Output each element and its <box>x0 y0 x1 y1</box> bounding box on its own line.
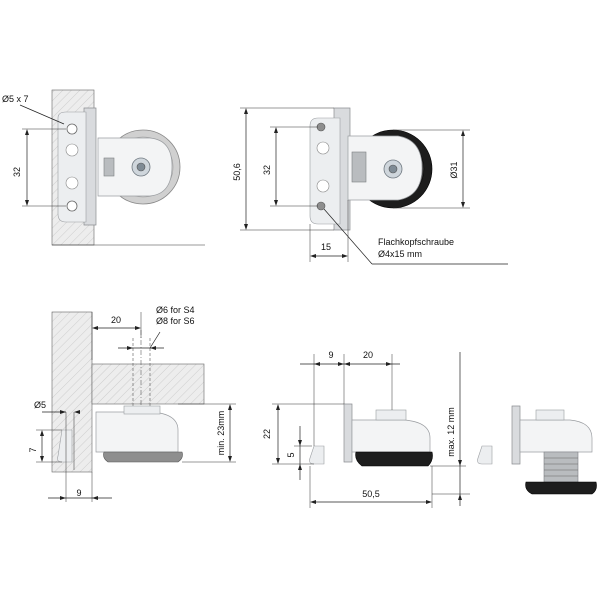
roller-pad-black-extended <box>525 481 597 495</box>
hole-label-s6: Ø8 for S6 <box>156 316 195 326</box>
dimension-20-right-label: 20 <box>363 350 373 360</box>
roller-pad-black <box>355 451 433 467</box>
view-top-right: 50,6 32 Ø31 15 Flachkopfschraube Ø4x15 m… <box>232 107 508 265</box>
roller-diameter-label: Ø31 <box>449 161 459 178</box>
roller-housing <box>347 135 423 201</box>
dimension-5-label: 5 <box>286 452 296 457</box>
view-bottom-left: 20 Ø6 for S4 Ø8 for S6 Ø5 7 9 min. 23mm <box>28 305 236 502</box>
threaded-adjuster <box>543 451 579 483</box>
dimension-32-right-label: 32 <box>262 165 272 175</box>
hole-leader <box>19 104 65 125</box>
max-height-label: max. 12 mm <box>446 407 456 457</box>
screw-leader <box>323 208 373 265</box>
roller-unit-low <box>309 403 433 467</box>
screw-label-line2: Ø4x15 mm <box>378 249 422 259</box>
hole-size-label: Ø5 x 7 <box>2 94 29 104</box>
dimension-9-left-label: 9 <box>76 488 81 498</box>
view-top-left: 32 Ø5 x 7 <box>2 89 205 246</box>
screw-hole-top <box>66 123 78 135</box>
hole-5-label: Ø5 <box>34 400 46 410</box>
dimension-32-label: 32 <box>12 167 22 177</box>
mounting-plate-right <box>309 107 351 231</box>
flat-head-screw-top <box>316 122 326 132</box>
screw-label-line1: Flachkopfschraube <box>378 237 454 247</box>
dimension-9-right-label: 9 <box>328 350 333 360</box>
dimension-22-label: 22 <box>262 429 272 439</box>
dimension-20-left-label: 20 <box>111 315 121 325</box>
roller-pad <box>103 451 183 463</box>
hole-label-s4: Ø6 for S4 <box>156 305 195 315</box>
dimension-15-label: 15 <box>321 242 331 252</box>
dimension-50-6-label: 50,6 <box>232 163 242 181</box>
roller-unit-section <box>57 405 183 463</box>
shelf-section <box>91 363 205 405</box>
view-bottom-right: 9 20 22 5 50,5 max. 12 mm <box>262 350 597 508</box>
roller-side-view <box>97 129 181 205</box>
screw-hole-bottom <box>66 200 78 212</box>
dimension-7-label: 7 <box>28 447 38 452</box>
mounting-plate <box>57 107 97 226</box>
roller-unit-extended <box>477 405 597 495</box>
min-height-label: min. 23mm <box>216 411 226 456</box>
dimension-50-5-label: 50,5 <box>362 489 380 499</box>
flat-head-screw-bottom <box>316 201 326 211</box>
